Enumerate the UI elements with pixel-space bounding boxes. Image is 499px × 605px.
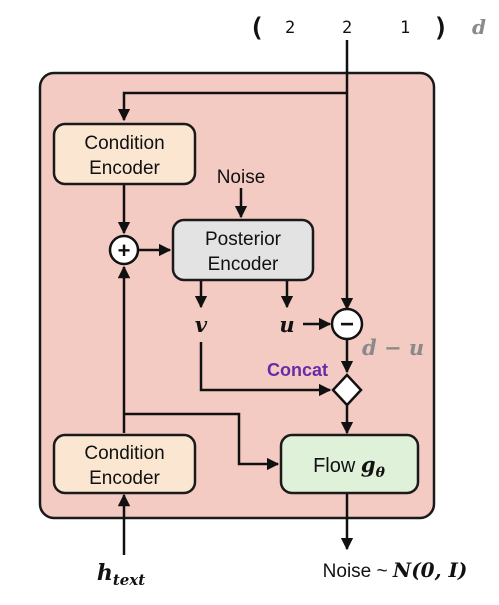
arrow-d-to-condition-encoder-top xyxy=(117,91,347,122)
input-vector-value-3: 1 xyxy=(400,18,410,38)
concat-label: Concat xyxy=(267,360,328,380)
h-text-sub: text xyxy=(113,571,145,589)
posterior-encoder-line1: Posterior xyxy=(205,229,282,250)
input-vector-open-bracket: ( xyxy=(249,13,265,43)
arrow-v-to-concat xyxy=(199,342,332,397)
condition-encoder-bottom-line1: Condition xyxy=(84,443,164,464)
input-vector-symbol: d xyxy=(472,15,486,39)
d-minus-u-label: d − u xyxy=(362,335,424,360)
input-vector-close-bracket: ) xyxy=(433,13,449,43)
flow-subscript: θ xyxy=(376,465,386,481)
input-vector-value-1: 2 xyxy=(285,18,295,38)
noise-output-label: Noise ~ N(0, I) xyxy=(323,558,468,582)
add-operator: + xyxy=(108,234,140,266)
subtract-operator: − xyxy=(330,307,364,341)
condition-encoder-top-line2: Encoder xyxy=(89,158,160,179)
noise-input-label: Noise xyxy=(217,167,266,188)
noise-output-dist: N(0, I) xyxy=(392,558,467,582)
h-text-label: htext xyxy=(97,560,145,589)
input-vector: ( 2 2 1 ) d xyxy=(249,13,486,43)
flow-label: Flow xyxy=(313,455,356,477)
flow-label-text: Flow gθ xyxy=(313,452,385,481)
v-label: v xyxy=(195,312,208,337)
h-text-main: h xyxy=(97,560,113,586)
condition-encoder-bottom-line2: Encoder xyxy=(89,468,160,489)
posterior-encoder: Posterior Encoder xyxy=(171,218,315,282)
flow-block: Flow gθ xyxy=(279,433,420,495)
connections xyxy=(117,40,354,555)
condition-encoder-bottom: Condition Encoder xyxy=(52,433,197,495)
arrow-condition-bottom-to-flow xyxy=(124,412,280,471)
u-label: u xyxy=(279,312,294,337)
condition-encoder-top: Condition Encoder xyxy=(52,122,197,186)
condition-encoder-top-line1: Condition xyxy=(84,133,164,154)
noise-output-text: Noise ~ xyxy=(323,561,393,582)
flow-symbol: g xyxy=(361,452,376,477)
concat-diamond xyxy=(331,373,363,407)
input-vector-value-2: 2 xyxy=(342,18,352,38)
subtract-symbol: − xyxy=(340,311,354,338)
add-symbol: + xyxy=(118,238,131,263)
posterior-encoder-line2: Encoder xyxy=(208,254,279,275)
